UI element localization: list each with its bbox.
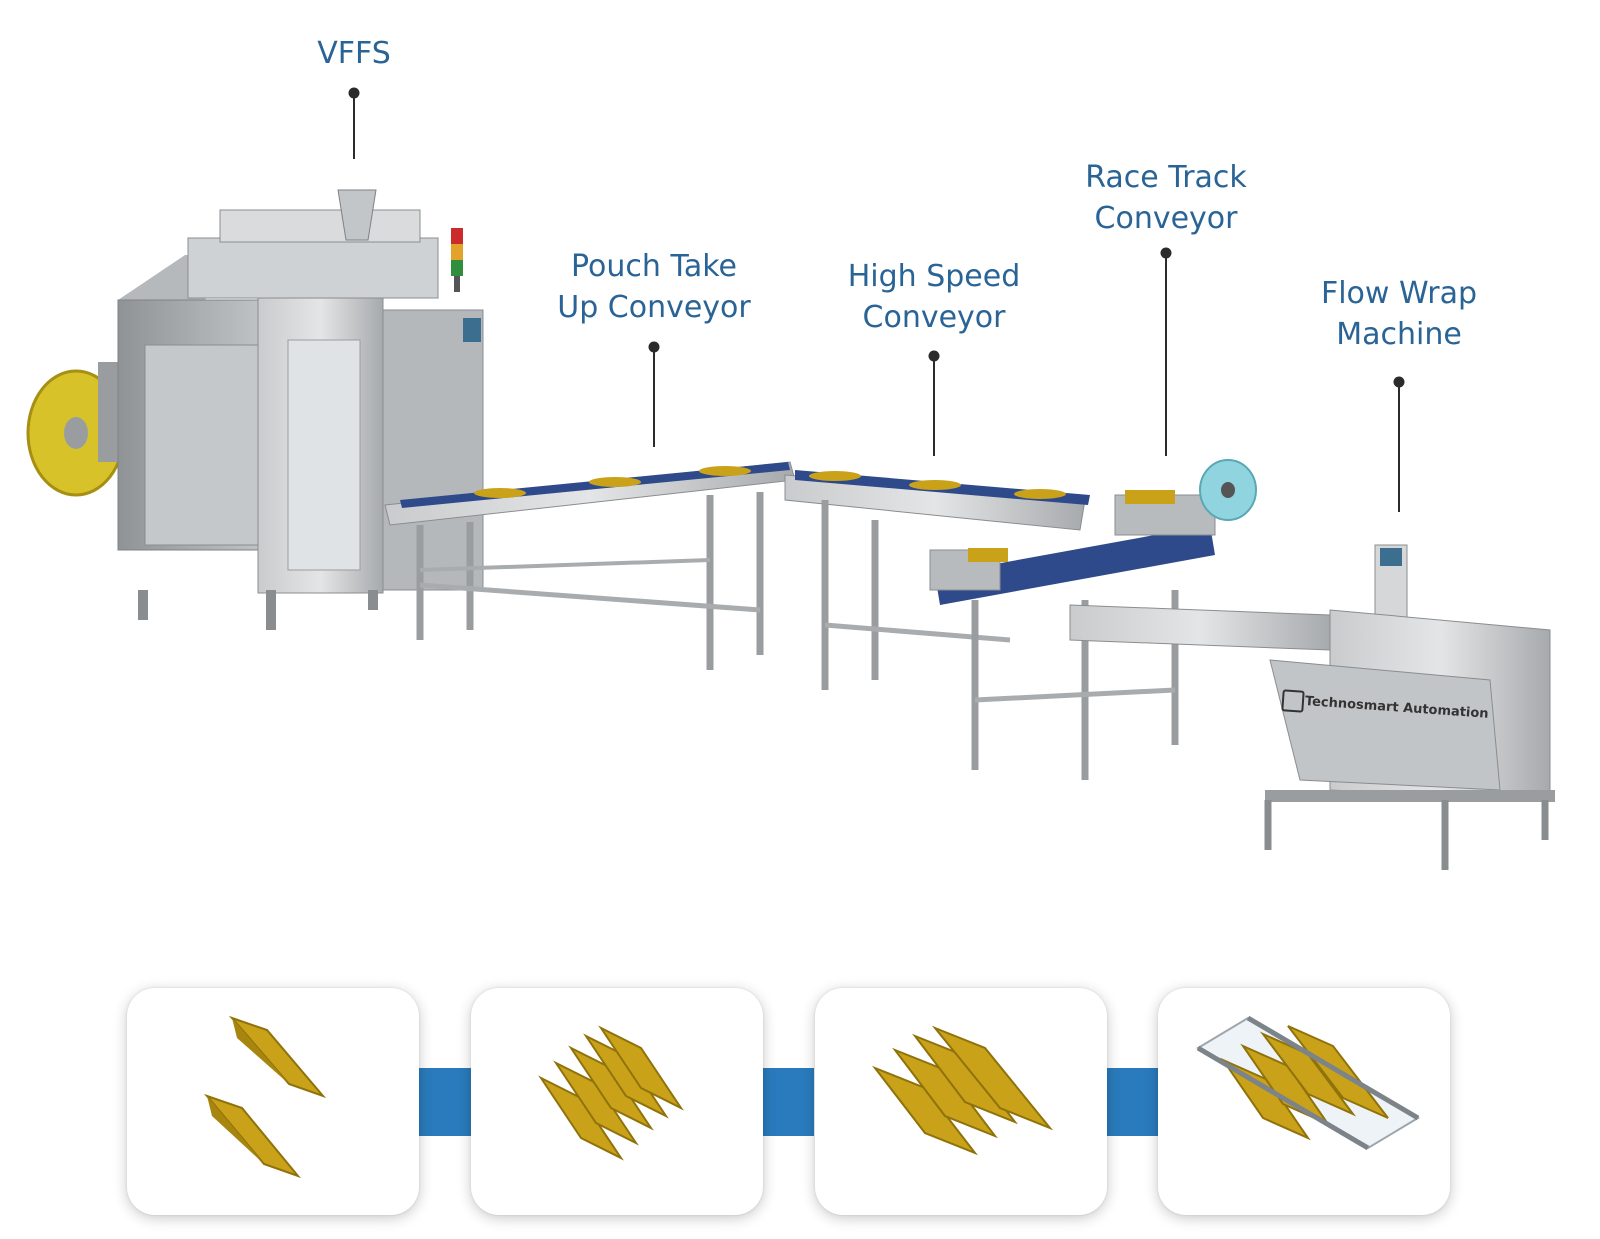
leader-line-highspeed (933, 356, 935, 456)
connector-1-2 (419, 1068, 471, 1136)
label-vffs: VFFS (317, 36, 391, 71)
high-speed-conveyor (784, 470, 1090, 690)
brand-logo-icon (1281, 689, 1305, 713)
label-flow-wrap-machine: Flow Wrap Machine (1320, 276, 1478, 352)
stage-card-1 (127, 988, 419, 1215)
stage-card-3 (815, 988, 1107, 1215)
race-track-conveyor (929, 490, 1216, 780)
leader-line-pouch (653, 347, 655, 447)
stage-card-2 (471, 988, 763, 1215)
wrapped-pack-icon (1196, 1015, 1420, 1151)
flow-wrap-machine (1069, 459, 1555, 870)
stage-card-4 (1158, 988, 1450, 1215)
vffs-machine (26, 189, 484, 630)
two-pouches-icon (203, 1015, 327, 1179)
machinery-illustration (26, 189, 1555, 870)
connector-3-4 (1106, 1068, 1158, 1136)
label-high-speed-conveyor: High Speed Conveyor (847, 259, 1021, 335)
connector-2-3 (762, 1068, 814, 1136)
stacked-pouches-icon (538, 1025, 684, 1161)
leader-line-racetrack (1165, 253, 1167, 456)
label-race-track-conveyor: Race Track Conveyor (1085, 160, 1247, 236)
grouped-pouches-icon (871, 1025, 1054, 1156)
leader-line-flowwrap (1398, 382, 1400, 512)
label-pouch-take-up-conveyor: Pouch Take Up Conveyor (557, 249, 751, 325)
leader-line-vffs (353, 93, 355, 159)
